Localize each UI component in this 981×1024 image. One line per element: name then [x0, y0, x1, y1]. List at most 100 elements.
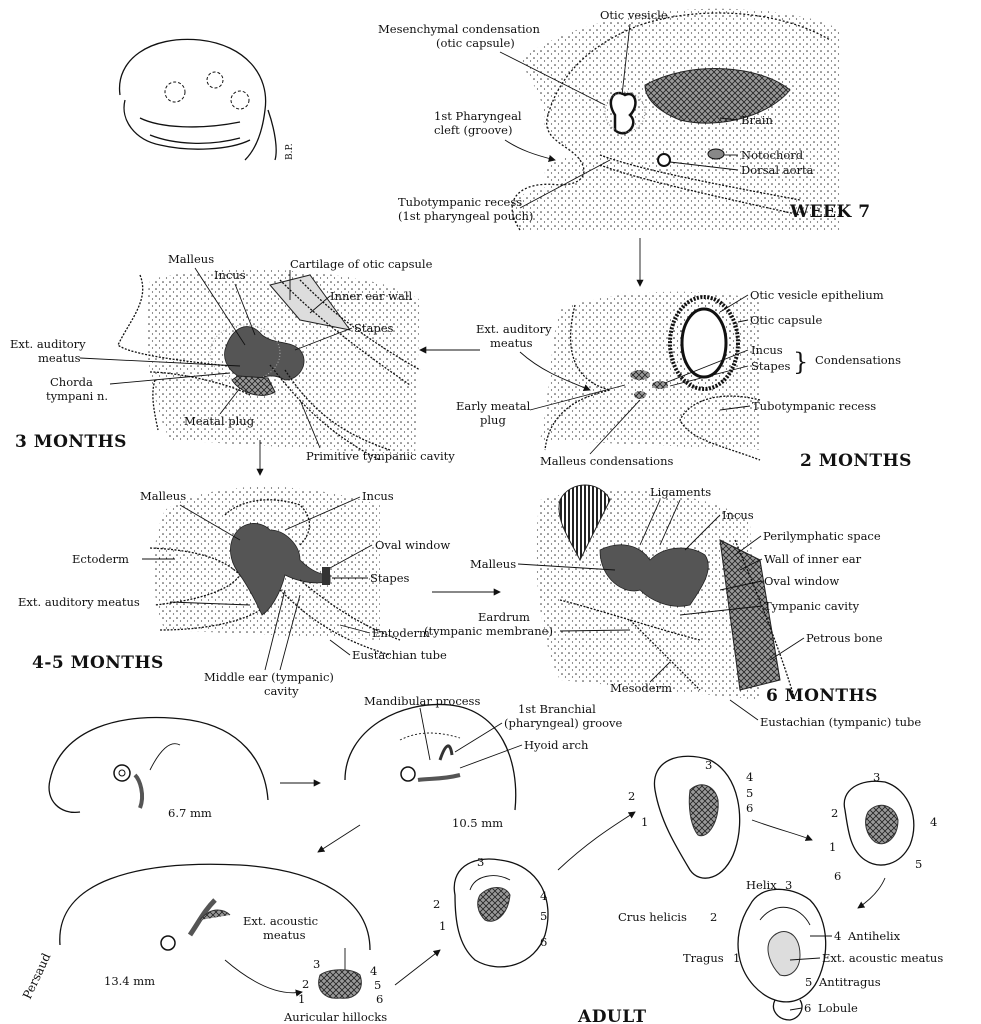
pinna3-4: 4: [930, 815, 937, 829]
label-antihelix: Antihelix: [847, 929, 901, 943]
month3-panel: 3 MONTHS Malleus Incus Cartilage of otic…: [10, 252, 480, 475]
label-m2-ext-meatus: Ext. auditory: [476, 322, 552, 336]
label-m2-ext-meatus-2: meatus: [490, 336, 533, 350]
label-m2-stapes: Stapes: [751, 359, 791, 373]
label-m6-ligaments: Ligaments: [650, 485, 711, 499]
pinna1-6: 6: [540, 935, 547, 949]
label-m45-middle-ear-2: cavity: [264, 684, 299, 698]
label-otic-vesicle: Otic vesicle: [600, 8, 668, 22]
adult-6: 6: [804, 1001, 811, 1015]
label-m45-eustachian: Eustachian tube: [352, 648, 447, 662]
label-m45-middle-ear: Middle ear (tympanic): [204, 670, 334, 684]
pinna3-6: 6: [834, 869, 841, 883]
label-m6-eardrum: Eardrum: [478, 610, 530, 624]
label-ext-acoustic: Ext. acoustic: [243, 914, 318, 928]
adult-4: 4: [834, 929, 841, 943]
label-m2-malleus-cond: Malleus condensations: [540, 454, 673, 468]
label-mesenchymal: Mesenchymal condensation: [378, 22, 540, 36]
label-m6-incus: Incus: [722, 508, 754, 522]
label-m3-meatal-plug: Meatal plug: [184, 414, 255, 428]
pinna1-4: 4: [540, 889, 547, 903]
label-m3-inner-wall: Inner ear wall: [330, 289, 413, 303]
brace: }: [793, 348, 808, 376]
label-mesenchymal-2: (otic capsule): [436, 36, 515, 50]
label-m2-otic-capsule: Otic capsule: [750, 313, 822, 327]
label-tragus: Tragus: [683, 951, 724, 965]
label-m2-early-plug-2: plug: [480, 413, 506, 427]
hillock-5: 5: [374, 978, 381, 992]
label-m3-cartilage: Cartilage of otic capsule: [290, 257, 433, 271]
label-mandibular: Mandibular process: [364, 694, 480, 708]
month2-panel: 2 MONTHS Otic vesicle epithelium Otic ca…: [456, 288, 912, 471]
label-tubotympanic-2: (1st pharyngeal pouch): [398, 209, 533, 223]
label-crus: Crus helicis: [618, 910, 687, 924]
label-adult-ext-meatus: Ext. acoustic meatus: [822, 951, 943, 965]
label-mm105: 10.5 mm: [452, 816, 503, 830]
hillock-1: 1: [298, 992, 305, 1006]
label-m3-stapes: Stapes: [354, 321, 394, 335]
pinna1-5: 5: [540, 909, 547, 923]
label-m45-ext-meatus: Ext. auditory meatus: [18, 595, 140, 609]
stage-month45: 4-5 MONTHS: [32, 653, 164, 673]
label-brain: Brain: [741, 113, 773, 127]
hillock-4: 4: [370, 964, 377, 978]
label-branchial-2: (pharyngeal) groove: [504, 716, 623, 730]
label-pharyngeal-cleft-2: cleft (groove): [434, 123, 512, 137]
label-m3-chorda-2: tympani n.: [46, 389, 108, 403]
label-m6-wall-inner: Wall of inner ear: [764, 552, 862, 566]
label-antitragus: Antitragus: [818, 975, 881, 989]
label-m3-ext-meatus: Ext. auditory: [10, 337, 86, 351]
label-tubotympanic: Tubotympanic recess: [398, 195, 522, 209]
pinna2-3: 3: [705, 758, 712, 772]
label-dorsal-aorta: Dorsal aorta: [741, 163, 814, 177]
pinna2-1: 1: [641, 815, 648, 829]
stage-adult: ADULT: [577, 1007, 646, 1024]
label-m3-chorda: Chorda: [50, 375, 93, 389]
hillock-6: 6: [376, 992, 383, 1006]
label-branchial: 1st Branchial: [518, 702, 596, 716]
label-m2-early-plug: Early meatal: [456, 399, 531, 413]
artist-initials: B.P.: [285, 143, 295, 160]
pinna2-6: 6: [746, 801, 753, 815]
stage-week7: WEEK 7: [789, 202, 871, 222]
label-m45-incus: Incus: [362, 489, 394, 503]
pinna3-1: 1: [829, 840, 836, 854]
label-hyoid: Hyoid arch: [524, 738, 589, 752]
external-ear-panel: 6.7 mm 10.5 mm Mandibular process 1st Br…: [20, 694, 943, 1024]
label-m3-primitive: Primitive tympanic cavity: [306, 449, 455, 463]
adult-5: 5: [805, 975, 812, 989]
label-m6-eustachian: Eustachian (tympanic) tube: [760, 715, 921, 729]
adult-3: 3: [785, 878, 792, 892]
pinna1-3: 3: [477, 855, 484, 869]
label-m6-perilymph: Perilymphatic space: [763, 529, 881, 543]
label-pharyngeal-cleft: 1st Pharyngeal: [434, 109, 522, 123]
label-m6-oval: Oval window: [764, 574, 839, 588]
pinna1-2: 2: [433, 897, 440, 911]
pinna2-2: 2: [628, 789, 635, 803]
label-m45-oval: Oval window: [375, 538, 450, 552]
label-m45-malleus: Malleus: [140, 489, 186, 503]
label-m3-ext-meatus-2: meatus: [38, 351, 81, 365]
pinna1-1: 1: [439, 919, 446, 933]
adult-2: 2: [710, 910, 717, 924]
label-m2-tubo: Tubotympanic recess: [752, 399, 876, 413]
embryo-head-sketch: B.P.: [120, 39, 295, 160]
label-m3-malleus: Malleus: [168, 252, 214, 266]
stage-month3: 3 MONTHS: [15, 432, 127, 452]
hillock-3: 3: [313, 957, 320, 971]
pinna3-5: 5: [915, 857, 922, 871]
label-m3-incus: Incus: [214, 268, 246, 282]
hillock-2: 2: [302, 977, 309, 991]
label-m45-ectoderm: Ectoderm: [72, 552, 129, 566]
label-m6-mesoderm: Mesoderm: [610, 681, 672, 695]
label-mm67: 6.7 mm: [168, 806, 212, 820]
month45-panel: 4-5 MONTHS Malleus Incus Oval window Ect…: [18, 487, 500, 698]
label-helix: Helix: [746, 878, 777, 892]
pinna3-3: 3: [873, 770, 880, 784]
month6-panel: 6 MONTHS Ligaments Incus Perilymphatic s…: [424, 485, 921, 729]
label-m6-eardrum-2: (tympanic membrane): [424, 624, 553, 638]
label-m2-condensations: Condensations: [815, 353, 901, 367]
week7-panel: B.P. WEEK 7 Mesenchymal condensation (ot…: [120, 8, 871, 286]
label-ext-acoustic-2: meatus: [263, 928, 306, 942]
